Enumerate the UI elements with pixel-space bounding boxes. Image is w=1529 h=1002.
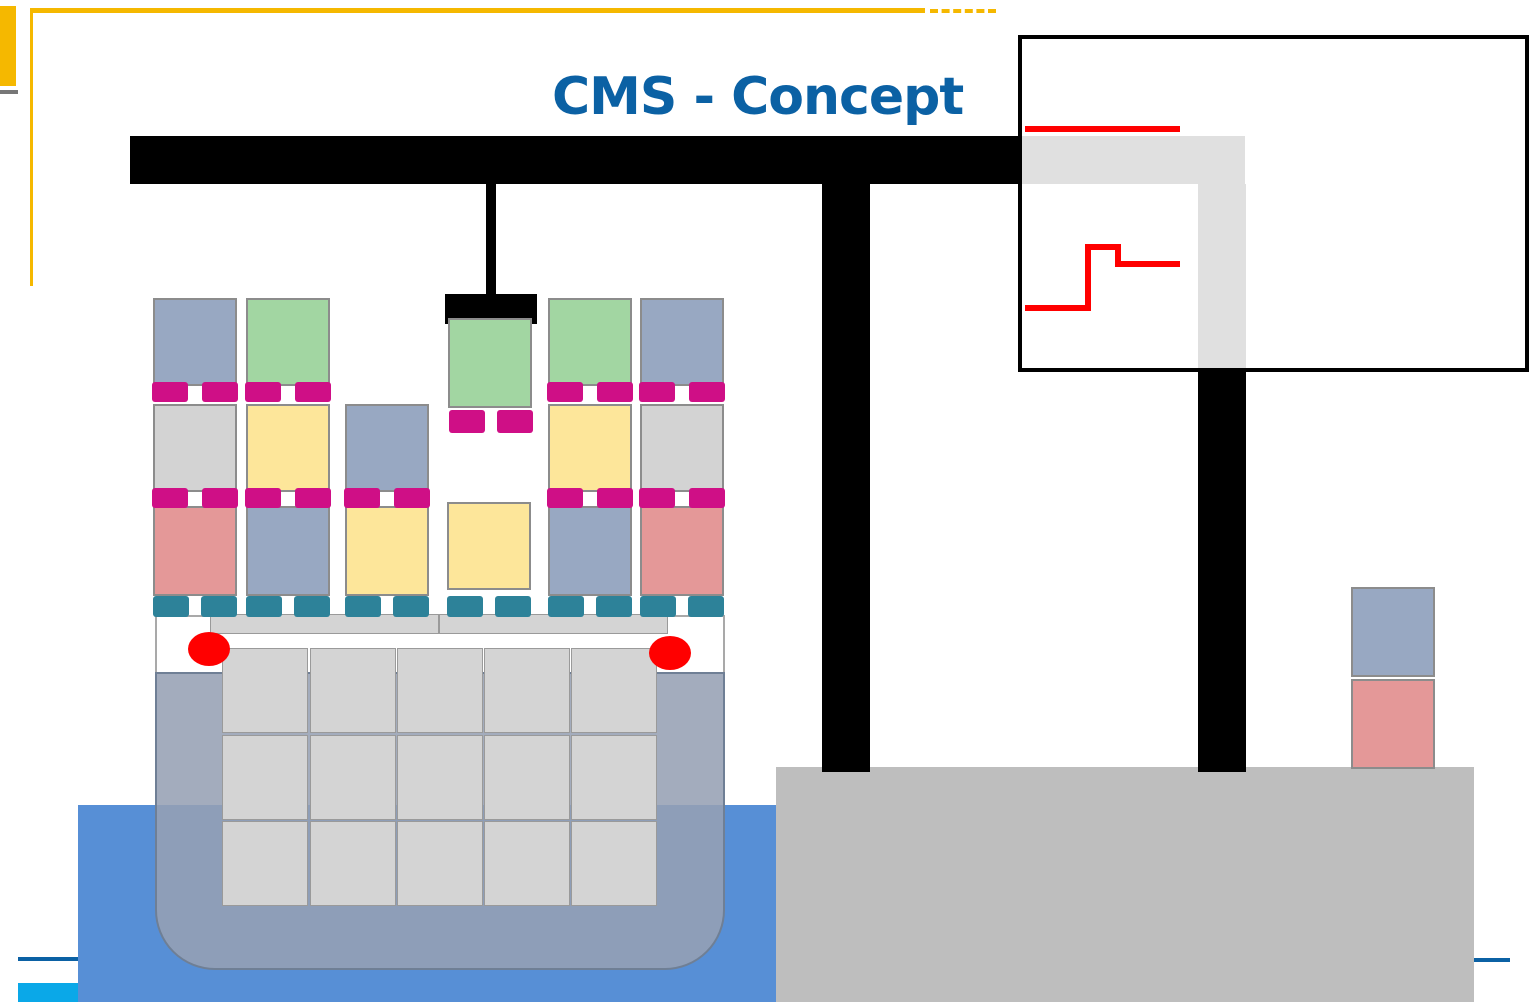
container-green	[548, 298, 632, 386]
container-blue	[1351, 587, 1435, 677]
twistlock	[447, 596, 483, 617]
hold-cell	[484, 648, 570, 733]
twistlock	[295, 382, 331, 402]
hold-cell	[310, 821, 396, 906]
sensor-dot-icon	[649, 636, 691, 670]
twistlock	[345, 596, 381, 617]
twistlock	[202, 382, 238, 402]
sensor-dot-icon	[188, 632, 230, 666]
twistlock	[152, 488, 188, 508]
hold-cell	[222, 821, 308, 906]
twistlock	[344, 488, 380, 508]
footer-cyan-block	[18, 983, 78, 1002]
crane-sea-leg	[822, 184, 870, 772]
twistlock	[547, 488, 583, 508]
twistlock	[245, 382, 281, 402]
hold-cell	[397, 821, 483, 906]
twistlock	[246, 596, 282, 617]
twistlock	[153, 596, 189, 617]
twistlock	[689, 382, 725, 402]
container-green	[448, 318, 532, 408]
twistlock	[394, 488, 430, 508]
twistlock	[449, 410, 485, 433]
hoist-cable	[486, 184, 496, 296]
container-yellow	[345, 506, 429, 596]
hold-cell	[397, 735, 483, 820]
hold-cell	[222, 648, 308, 733]
hold-cell	[484, 821, 570, 906]
twistlock	[202, 488, 238, 508]
hold-cell	[571, 648, 657, 733]
hold-cell	[571, 735, 657, 820]
twistlock	[639, 488, 675, 508]
accent-left-line	[30, 8, 33, 286]
twistlock	[294, 596, 330, 617]
hold-cell	[222, 735, 308, 820]
container-grey	[153, 404, 237, 492]
container-green	[246, 298, 330, 386]
twistlock	[597, 382, 633, 402]
twistlock	[548, 596, 584, 617]
signal-panel	[1018, 35, 1529, 372]
twistlock	[688, 596, 724, 617]
footer-line-left	[18, 957, 78, 961]
twistlock	[245, 488, 281, 508]
twistlock	[497, 410, 533, 433]
twistlock	[393, 596, 429, 617]
container-blue	[640, 298, 724, 386]
hold-cell	[310, 648, 396, 733]
quay	[776, 767, 1474, 1002]
container-red	[640, 506, 724, 596]
accent-corner-block	[0, 6, 16, 86]
twistlock	[640, 596, 676, 617]
container-yellow	[447, 502, 531, 590]
container-red	[153, 506, 237, 596]
twistlock	[597, 488, 633, 508]
hatch-cover-divider	[438, 614, 440, 634]
twistlock	[201, 596, 237, 617]
hold-cell	[484, 735, 570, 820]
slide-title: CMS - Concept	[552, 67, 964, 127]
container-red	[1351, 679, 1435, 769]
twistlock	[596, 596, 632, 617]
container-blue	[153, 298, 237, 386]
twistlock	[639, 382, 675, 402]
twistlock	[152, 382, 188, 402]
container-blue	[345, 404, 429, 492]
accent-top-line	[30, 8, 925, 13]
step-signal-icon	[1025, 244, 1180, 311]
twistlock	[547, 382, 583, 402]
twistlock	[295, 488, 331, 508]
container-grey	[640, 404, 724, 492]
hold-cell	[397, 648, 483, 733]
accent-corner-shadow	[0, 90, 18, 94]
container-yellow	[246, 404, 330, 492]
container-blue	[246, 506, 330, 596]
container-blue	[548, 506, 632, 596]
hold-cell	[571, 821, 657, 906]
hold-cell	[310, 735, 396, 820]
twistlock	[689, 488, 725, 508]
container-yellow	[548, 404, 632, 492]
footer-line-right	[1474, 958, 1510, 962]
accent-top-dashes	[930, 9, 996, 13]
twistlock	[495, 596, 531, 617]
